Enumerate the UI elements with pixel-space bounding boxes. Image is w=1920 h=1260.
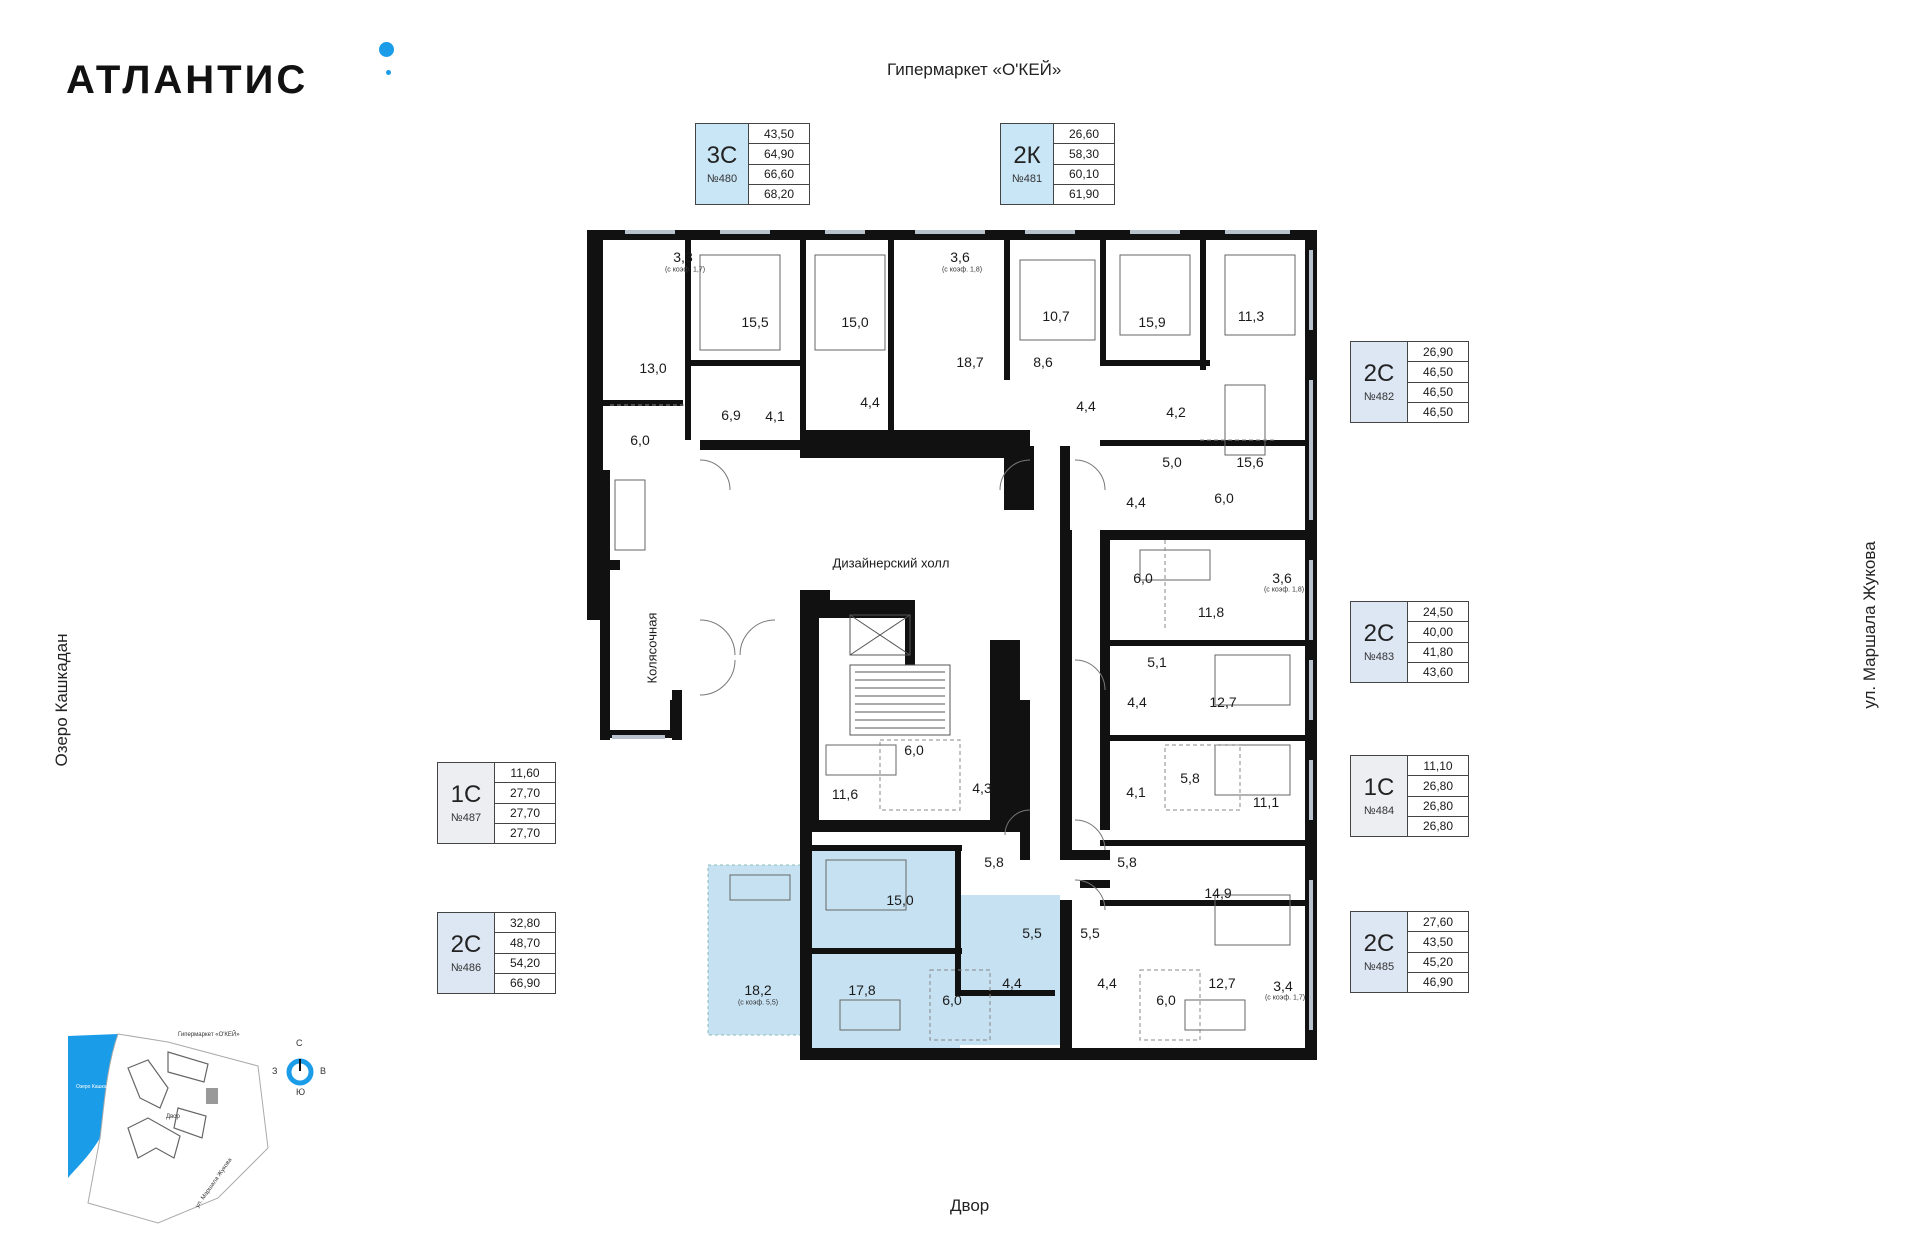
hall-label: Дизайнерский холл xyxy=(832,555,950,571)
room-area: 4,2 xyxy=(1166,404,1186,420)
street-north: Гипермаркет «О'КЕЙ» xyxy=(887,60,1062,79)
stroller-room-label: Колясочная xyxy=(644,612,660,684)
room-area: 3,6 xyxy=(950,249,970,265)
brand-dot-icon xyxy=(379,42,394,57)
brand-logo: АТЛАНТИС xyxy=(66,58,309,102)
room-area: 3,4 xyxy=(1273,978,1293,994)
compass-east: В xyxy=(320,1066,327,1076)
windows xyxy=(612,230,1313,1030)
room-area: 6,0 xyxy=(1214,490,1234,506)
room-area: 11,8 xyxy=(1197,604,1225,620)
room-area: 11,6 xyxy=(831,786,859,802)
minimap-street-label: ул. Маршала Жукова xyxy=(195,1157,234,1209)
highlight-apartment-486[interactable] xyxy=(707,850,1060,1050)
site-minimap: Озеро Кашкадан Гипермаркет «О'КЕЙ» Двор … xyxy=(68,1030,269,1224)
room-area: 12,7 xyxy=(1209,694,1237,710)
room-area: 15,6 xyxy=(1236,454,1264,470)
room-area: 15,0 xyxy=(841,314,869,330)
room-area: 11,1 xyxy=(1252,794,1280,810)
walls xyxy=(587,230,1317,1060)
room-area: 4,4 xyxy=(1002,975,1022,991)
room-coefficient: (с коэф. 1,8) xyxy=(1263,586,1305,594)
room-area: 13,0 xyxy=(639,360,667,376)
room-area: 4,4 xyxy=(1076,398,1096,414)
room-area: 3,3 xyxy=(673,249,693,265)
compass-north: С xyxy=(296,1038,303,1048)
room-area: 18,7 xyxy=(956,354,984,370)
room-area: 6,0 xyxy=(1156,992,1176,1008)
room-area: 5,0 xyxy=(1162,454,1182,470)
room-area: 6,9 xyxy=(721,407,741,423)
room-coefficient: (с коэф. 1,8) xyxy=(941,266,983,274)
doors xyxy=(699,459,1106,911)
room-area: 15,5 xyxy=(741,314,769,330)
furniture xyxy=(614,254,1296,1031)
room-area: 5,8 xyxy=(1180,770,1200,786)
minimap-yard-label: Двор xyxy=(166,1114,181,1120)
room-area: 6,0 xyxy=(630,432,650,448)
room-area: 4,1 xyxy=(765,408,785,424)
room-area: 6,0 xyxy=(1133,570,1153,586)
room-area: 12,7 xyxy=(1208,975,1236,991)
room-area: 4,1 xyxy=(1126,784,1146,800)
room-area: 5,1 xyxy=(1147,654,1167,670)
zone-lines xyxy=(610,404,1275,1041)
room-coefficient: (с коэф. 5,5) xyxy=(737,999,779,1007)
room-area: 4,4 xyxy=(1097,975,1117,991)
room-area: 5,8 xyxy=(1117,854,1137,870)
minimap-shop-label: Гипермаркет «О'КЕЙ» xyxy=(178,1030,240,1038)
room-area: 15,9 xyxy=(1138,314,1166,330)
room-area: 10,7 xyxy=(1042,308,1070,324)
room-area: 4,3 xyxy=(972,780,992,796)
room-area: 14,9 xyxy=(1204,885,1232,901)
room-area: 11,3 xyxy=(1237,308,1265,324)
room-area: 4,4 xyxy=(1126,494,1146,510)
room-area: 5,5 xyxy=(1080,925,1100,941)
room-area: 15,0 xyxy=(886,892,914,908)
brand-dot-small-icon xyxy=(386,70,391,75)
minimap-lake-label: Озеро Кашкадан xyxy=(76,1084,115,1090)
compass-south: Ю xyxy=(296,1087,306,1097)
current-building-marker xyxy=(206,1088,218,1104)
compass xyxy=(286,1058,314,1086)
room-area: 5,5 xyxy=(1022,925,1042,941)
room-area: 4,4 xyxy=(860,394,880,410)
room-area: 4,4 xyxy=(1127,694,1147,710)
room-area: 6,0 xyxy=(904,742,924,758)
compass-west: З xyxy=(272,1066,278,1076)
room-coefficient: (с коэф. 1,7) xyxy=(664,266,706,274)
room-area: 8,6 xyxy=(1033,354,1053,370)
room-area: 17,8 xyxy=(848,982,876,998)
room-area: 6,0 xyxy=(942,992,962,1008)
room-area: 3,6 xyxy=(1272,570,1292,586)
street-south: Двор xyxy=(950,1196,990,1215)
lake-shape xyxy=(68,1034,118,1178)
stairs xyxy=(849,614,951,736)
room-coefficient: (с коэф. 1,7) xyxy=(1264,994,1306,1002)
room-area: 5,8 xyxy=(984,854,1004,870)
room-area: 18,2 xyxy=(744,982,772,998)
